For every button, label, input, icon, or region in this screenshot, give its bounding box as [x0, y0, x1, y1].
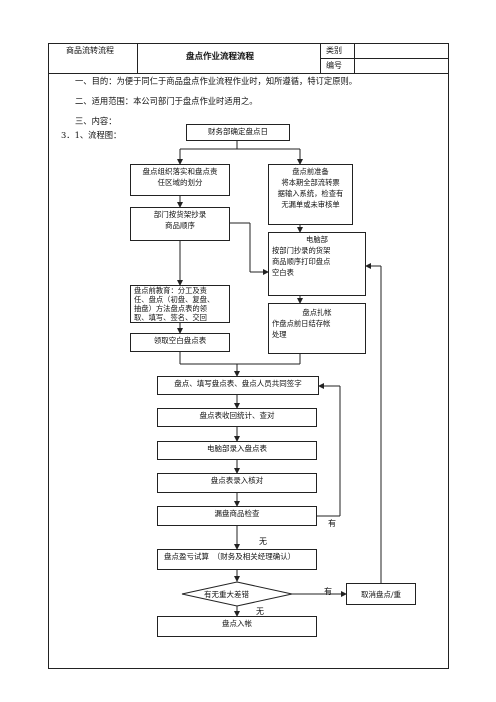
box-organize: 盘点组织落实和盘点责任区域的划分 [130, 164, 230, 196]
box-fill-sign: 盘点、填写盘点表、盘点人员共同签字 [157, 376, 319, 395]
content-heading: 三、内容： [75, 116, 117, 126]
purpose-text: 一、目的：为便于同仁于商品盘点作业流程作业时，知所遵循，特订定原则。 [75, 76, 358, 86]
box-get-blank-sheet: 领取空白盘点表 [130, 333, 230, 352]
number-label: 编号 [326, 61, 342, 70]
box-enter: 电脑部录入盘点表 [157, 441, 317, 460]
box-trial: 盘点盈亏试算 （财务及相关经理确认） [157, 549, 317, 570]
box-finance-date: 财务部确定盘点日 [186, 124, 290, 141]
decision-text: 有无重大差错 [204, 590, 249, 599]
box-dept-list: 部门按货架抄录商品顺序 [130, 207, 230, 241]
label-no-decision: 无 [256, 607, 264, 616]
box-verify: 盘点表录入核对 [157, 473, 317, 493]
body-frame [48, 73, 449, 669]
box-computer-print: 电脑部按部门抄录的货架 商品顺序打印盘点空白表 [268, 232, 366, 296]
decision-diamond [181, 581, 293, 607]
box-prepare: 盘点前准备将本期全部流转票 据输入系统，检查有无漏单或未审核单 [268, 164, 353, 225]
scope-text: 二、适用范围：本公司部门于盘点作业时适用之。 [75, 96, 258, 106]
flowchart-label: 3．1、流程图： [61, 130, 122, 140]
box-ledger: 盘点扎帐作盘点前日结存帐 处理 [268, 303, 366, 354]
label-no-missing: 无 [259, 537, 267, 546]
box-post: 盘点入帐 [157, 616, 317, 637]
label-yes-missing: 有 [328, 519, 336, 528]
label-yes-decision: 有 [324, 587, 332, 596]
box-missing-check: 漏盘商品检查 [157, 506, 317, 526]
page-title: 盘点作业流程流程 [186, 52, 255, 62]
box-cancel: 取消盘点/重 [346, 583, 416, 605]
box-collect: 盘点表收回统计、查对 [157, 408, 317, 427]
header-category: 商品流转流程 [66, 46, 114, 55]
type-label: 类别 [326, 46, 342, 55]
box-education: 盘点前教育：分工及责任、盘点（初盘、复盘、 抽盘）方法盘点表的领取、填写、签名、… [130, 285, 230, 323]
